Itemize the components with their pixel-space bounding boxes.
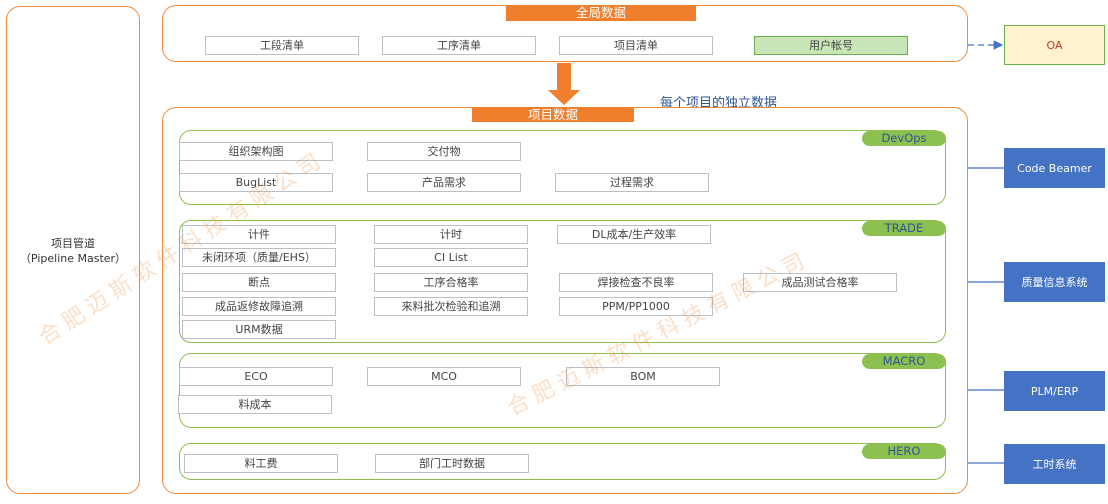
trade-item: 计件: [182, 225, 336, 244]
quality-system-box: 质量信息系统: [1004, 262, 1105, 302]
trade-item: 未闭环项（质量/EHS）: [182, 248, 336, 267]
global-data-title: 全局数据: [506, 5, 696, 21]
trade-item: CI List: [374, 248, 528, 267]
trade-item: DL成本/生产效率: [557, 225, 711, 244]
pipeline-master-label: 项目管道 （Pipeline Master）: [6, 236, 140, 266]
pipeline-master-title: 项目管道: [51, 237, 95, 250]
devops-item: 交付物: [367, 142, 521, 161]
devops-item: BugList: [179, 173, 333, 192]
trade-tag: TRADE: [862, 221, 946, 236]
macro-item: BOM: [566, 367, 720, 386]
hero-item: 料工费: [184, 454, 338, 473]
trade-item: PPM/PP1000: [559, 297, 713, 316]
global-item: 工序清单: [382, 36, 536, 55]
trade-section: [179, 220, 946, 343]
trade-item: 成品返修故障追溯: [182, 297, 336, 316]
devops-section: [179, 130, 946, 205]
plm-erp-box: PLM/ERP: [1004, 371, 1105, 411]
pipeline-master-subtitle: （Pipeline Master）: [19, 252, 127, 265]
code-beamer-box: Code Beamer: [1004, 148, 1105, 188]
trade-item: 断点: [182, 273, 336, 292]
trade-item: URM数据: [182, 320, 336, 339]
project-data-title: 项目数据: [472, 107, 634, 122]
devops-item: 产品需求: [367, 173, 521, 192]
trade-item: 来料批次检验和追溯: [374, 297, 528, 316]
macro-item: 料成本: [178, 395, 332, 414]
trade-item: 成品测试合格率: [743, 273, 897, 292]
hero-section: [179, 443, 946, 480]
macro-tag: MACRO: [862, 354, 946, 369]
macro-section: [179, 353, 946, 428]
hero-item: 部门工时数据: [375, 454, 529, 473]
global-item-user-account: 用户帐号: [754, 36, 908, 55]
trade-item: 工序合格率: [374, 273, 528, 292]
devops-item: 过程需求: [555, 173, 709, 192]
global-item: 项目清单: [559, 36, 713, 55]
trade-item: 计时: [374, 225, 528, 244]
devops-item: 组织架构图: [179, 142, 333, 161]
macro-item: MCO: [367, 367, 521, 386]
hero-tag: HERO: [862, 444, 946, 459]
oa-box: OA: [1004, 25, 1105, 65]
worktime-system-box: 工时系统: [1004, 444, 1105, 484]
macro-item: ECO: [179, 367, 333, 386]
global-item: 工段清单: [205, 36, 359, 55]
pipeline-master-panel: [6, 6, 140, 494]
devops-tag: DevOps: [862, 131, 946, 146]
trade-item: 焊接检查不良率: [559, 273, 713, 292]
down-arrow-icon: [548, 63, 580, 105]
